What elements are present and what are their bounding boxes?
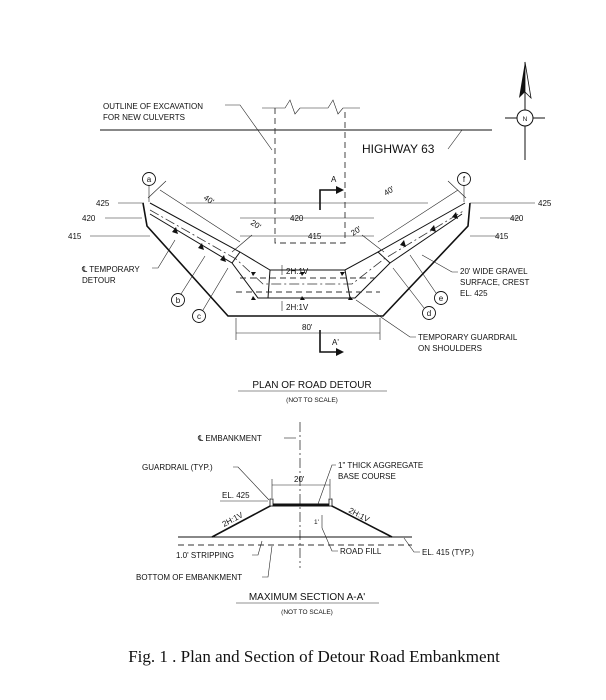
point-c: c [192, 267, 229, 323]
section-cut-label-a: A [331, 175, 337, 184]
north-label: N [523, 116, 528, 123]
bottom-of-embankment-label: BOTTOM OF EMBANKMENT [136, 573, 242, 582]
guardrail-markers [172, 212, 458, 300]
guardrail-label-line-2: ON SHOULDERS [418, 344, 482, 353]
contour-420-center: 420 [290, 214, 304, 223]
embankment-lower-shoulder [149, 213, 463, 299]
section-el-425: EL. 425 [222, 491, 250, 500]
centerline-label-line-1: ℄ TEMPORARY [81, 265, 140, 274]
plan-of-road-detour: N HIGHWAY 63 OUTLINE OF EXCAVATION FOR N… [68, 61, 552, 404]
dimension-40-right: 40' [361, 180, 467, 253]
svg-text:c: c [197, 312, 201, 321]
guardrail-post-left [269, 498, 274, 507]
dim-20-left-label: 20' [249, 218, 263, 231]
contour-415-left: 415 [68, 232, 82, 241]
aggregate-label-line-2: BASE COURSE [338, 472, 396, 481]
el-415-label: EL. 415 (TYP.) [422, 548, 474, 557]
dim-40-right-label: 40' [382, 184, 396, 197]
contour-lines [90, 202, 535, 237]
point-b: b [171, 255, 206, 307]
slope-label-upper: 2H:1V [286, 267, 309, 276]
contour-425-right: 425 [538, 199, 552, 208]
contour-415-right: 415 [495, 232, 509, 241]
guardrail-post-right [328, 498, 333, 507]
contour-415-center: 415 [308, 232, 322, 241]
dim-20-right-label: 20' [349, 224, 363, 237]
svg-text:d: d [427, 309, 431, 318]
point-d: d [392, 267, 436, 320]
gravel-label-line-3: EL. 425 [460, 289, 488, 298]
maximum-section-a-a: ℄ EMBANKMENT 20' GUARDRAIL (TYP.) 1" THI… [136, 422, 474, 616]
slope-label-lower: 2H:1V [286, 303, 309, 312]
section-subtitle: (NOT TO SCALE) [281, 609, 333, 616]
dim-80-label: 80' [302, 323, 313, 332]
dim-40-left-label: 40' [202, 193, 216, 206]
figure-caption: Fig. 1 . Plan and Section of Detour Road… [128, 647, 500, 666]
contour-425-left: 425 [96, 199, 110, 208]
svg-text:a: a [147, 175, 152, 184]
north-arrow-icon: N [505, 61, 545, 160]
embankment-outer-toe [142, 202, 471, 317]
aggregate-label-line-1: 1" THICK AGGREGATE [338, 461, 423, 470]
road-fill-label: ROAD FILL [340, 547, 382, 556]
contour-420-right: 420 [510, 214, 524, 223]
embankment-centerline-label: ℄ EMBANKMENT [197, 434, 262, 443]
section-slope-right: 2H:1V [347, 506, 371, 525]
stripping-label: 1.0' STRIPPING [176, 551, 234, 560]
plan-subtitle: (NOT TO SCALE) [286, 397, 338, 404]
gravel-label-line-2: SURFACE, CREST [460, 278, 529, 287]
gravel-label-line-1: 20' WIDE GRAVEL [460, 267, 528, 276]
point-a: a [142, 172, 156, 202]
section-cut-marker-a: A A' [319, 175, 344, 356]
section-cut-label-a-prime: A' [332, 338, 339, 347]
point-f: f [457, 172, 471, 202]
centerline-label-line-2: DETOUR [82, 276, 116, 285]
guardrail-label-line-1: TEMPORARY GUARDRAIL [418, 333, 518, 342]
plan-title: PLAN OF ROAD DETOUR [252, 380, 371, 391]
outline-label-line-2: FOR NEW CULVERTS [103, 113, 185, 122]
fill-thickness-mark: 1' [314, 519, 319, 526]
point-e: e [409, 254, 448, 305]
section-guardrail-label: GUARDRAIL (TYP.) [142, 463, 213, 472]
contour-420-left: 420 [82, 214, 96, 223]
section-dim-20-label: 20' [294, 475, 305, 484]
excavation-outline [262, 99, 360, 244]
svg-text:e: e [439, 294, 444, 303]
svg-text:b: b [176, 296, 181, 305]
detour-centerline [149, 209, 466, 285]
dimension-80: 80' [235, 318, 381, 340]
section-title: MAXIMUM SECTION A-A' [249, 592, 365, 603]
svg-text:f: f [463, 175, 466, 184]
outline-label-line-1: OUTLINE OF EXCAVATION [103, 102, 203, 111]
embankment-upper-shoulder [149, 202, 466, 271]
highway-label: HIGHWAY 63 [362, 142, 435, 156]
dimension-40-left: 40' [147, 180, 253, 253]
